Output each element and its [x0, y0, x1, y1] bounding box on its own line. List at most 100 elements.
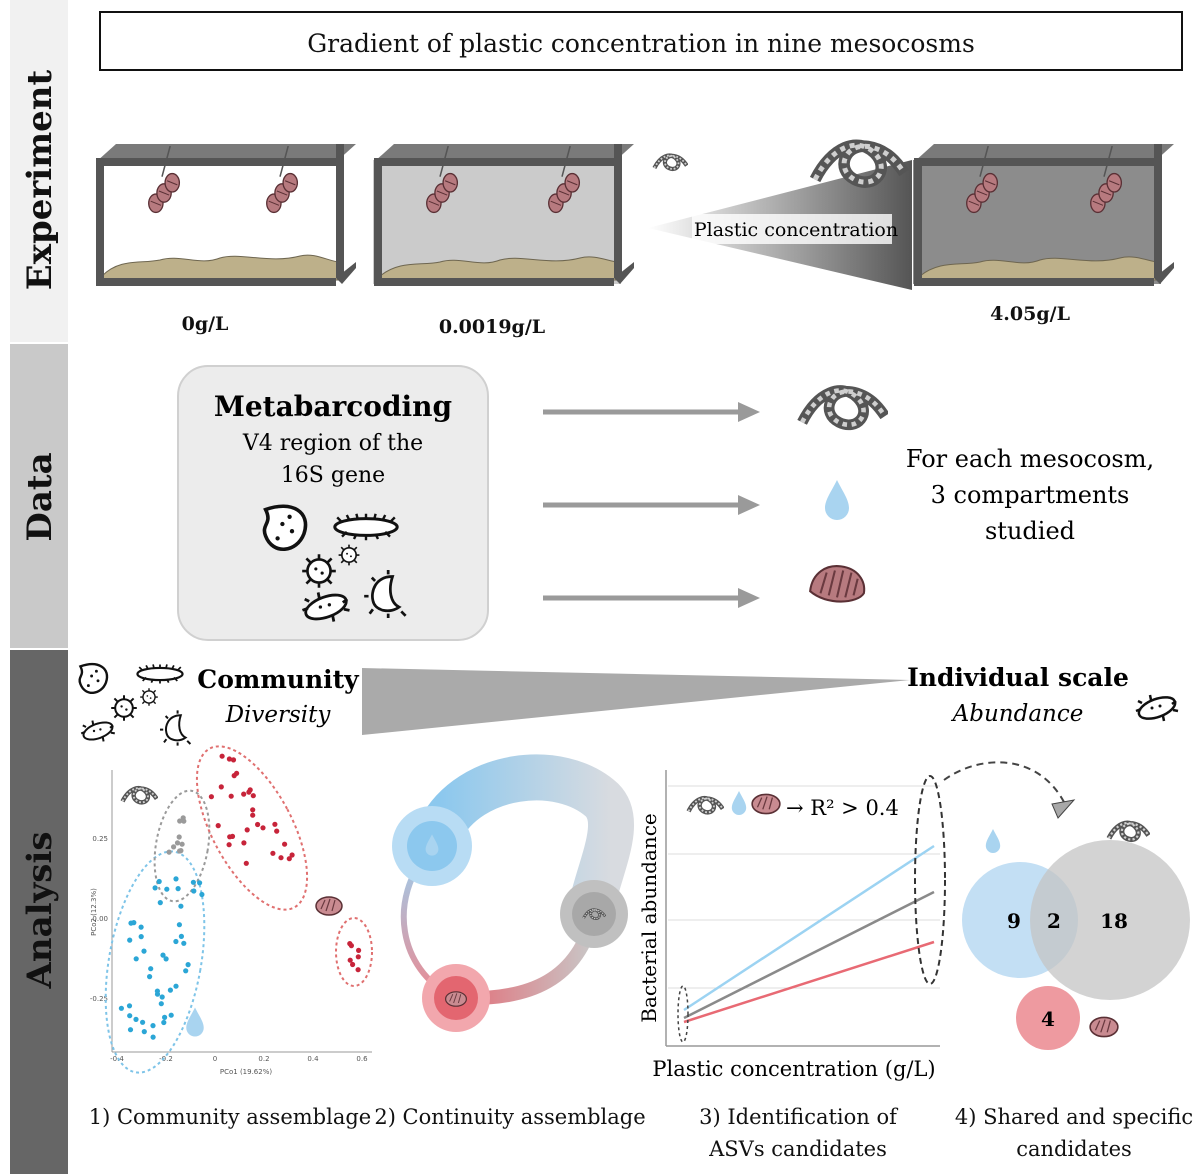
- pcoa-xtick-1: -0.2: [159, 1055, 173, 1063]
- page-title: Gradient of plastic concentration in nin…: [307, 29, 975, 58]
- pcoa-ylabel: PCo2 (12.3%): [90, 888, 98, 936]
- gradient-label-bg: [692, 214, 892, 244]
- individual-scale-subtitle: Abundance: [951, 701, 1084, 727]
- pcoa-point-water: [160, 952, 166, 958]
- pcoa-xtick-2: 0: [213, 1055, 217, 1063]
- venn-oyster-icon: [1089, 1016, 1119, 1038]
- sidebar-data-label: Data: [20, 452, 60, 541]
- low-concentration-ellipse: [677, 985, 689, 1043]
- pcoa-plastic-icon: [123, 788, 157, 802]
- pcoa-xlabel: PCo1 (19.62%): [220, 1068, 272, 1076]
- tank-1-sediment: [379, 256, 619, 281]
- compartments-line1: For each mesocosm,: [906, 445, 1154, 473]
- continuity-ring: [392, 754, 634, 1032]
- venn-diagram: 9 2 18 4: [962, 823, 1190, 1050]
- tank-0-sediment: [101, 254, 341, 281]
- analysis-microbe-rod-icon: [80, 718, 116, 744]
- arrow-plastic-head: [738, 402, 760, 422]
- microbe-kidney-icon: [262, 504, 308, 552]
- pcoa-point-oyster: [241, 791, 247, 797]
- pcoa-point-plastic: [166, 849, 172, 855]
- caption-4-line2: candidates: [1016, 1137, 1132, 1161]
- tank-2-label: 4.05g/L: [990, 303, 1070, 325]
- pcoa-xtick-5: 0.6: [356, 1055, 368, 1063]
- community-title: Community: [197, 665, 360, 694]
- venn-oyster-circle: [1016, 986, 1080, 1050]
- pcoa-point-water: [138, 934, 144, 940]
- small-rope-icon: [654, 156, 686, 169]
- pcoa-point-oyster: [243, 860, 249, 866]
- metabarcoding-box: [177, 365, 489, 641]
- pcoa-point-plastic: [179, 841, 185, 847]
- pcoa-xtick-0: -0.4: [110, 1055, 124, 1063]
- venn-plastic-icon: [1109, 823, 1149, 839]
- pcoa-point-water: [191, 888, 197, 894]
- sidebar-experiment-band: [10, 0, 68, 342]
- venn-water-only-count: 9: [1007, 909, 1021, 933]
- venn-plastic-circle: [1030, 840, 1190, 1000]
- pcoa-point-water: [157, 900, 163, 906]
- pcoa-point-oyster: [229, 833, 236, 840]
- caption-4-line1: 4) Shared and specific: [955, 1105, 1193, 1129]
- sidebar-data-band: [10, 344, 68, 648]
- pcoa-point-water: [175, 886, 181, 892]
- pcoa-point-oyster: [286, 856, 292, 862]
- pcoa-point-water: [197, 880, 203, 886]
- ring-top-arc: [419, 754, 634, 903]
- pcoa-point-oyster-outlier: [356, 947, 362, 954]
- regression-xlabel: Plastic concentration (g/L): [652, 1057, 935, 1081]
- venn-shared-count: 2: [1047, 909, 1061, 933]
- pcoa-point-water: [181, 940, 187, 946]
- pcoa-point-oyster: [218, 784, 224, 790]
- pcoa-point-water: [156, 878, 162, 885]
- tank-0: [95, 144, 356, 286]
- pcoa-point-oyster: [228, 793, 234, 799]
- pcoa-point-oyster-outlier: [347, 957, 353, 963]
- pcoa-point-oyster: [274, 828, 280, 834]
- microbe-cocci-icon: [300, 552, 338, 590]
- pcoa-point-oyster: [282, 841, 288, 847]
- pcoa-point-plastic: [176, 834, 182, 840]
- pcoa-point-plastic: [177, 818, 183, 824]
- pcoa-point-water: [127, 1027, 134, 1033]
- experiment-section: 0g/L 0.0019g/L Plastic concentration 4.0…: [95, 144, 1174, 338]
- tank-1: [373, 144, 634, 286]
- pcoa-xtick-4: 0.4: [307, 1055, 319, 1063]
- pcoa-point-oyster: [219, 753, 225, 759]
- water-cluster-ellipse: [104, 850, 206, 1074]
- pcoa-point-water: [178, 933, 184, 940]
- regression-line-oyster: [683, 940, 935, 1024]
- caption-3-line1: 3) Identification of: [699, 1105, 899, 1129]
- pcoa-ytick-1: 0.00: [92, 915, 108, 923]
- pcoa-point-oyster: [260, 825, 266, 831]
- pcoa-point-plastic: [174, 840, 181, 846]
- ring-oyster-icon: [444, 991, 468, 1007]
- pcoa-points: [118, 753, 362, 1040]
- analysis-microbe-cocci-icon: [110, 694, 138, 722]
- caption-3-line2: ASVs candidates: [708, 1137, 887, 1161]
- pcoa-point-oyster: [250, 793, 256, 799]
- pcoa-point-water: [141, 948, 147, 954]
- metabarcoding-line2: 16S gene: [281, 463, 385, 488]
- pcoa-ytick-0: 0.25: [92, 835, 108, 843]
- regression-oyster-icon: [751, 793, 781, 815]
- regression-plastic-icon: [689, 798, 723, 812]
- pcoa-point-oyster: [215, 823, 221, 829]
- pcoa-point-water: [173, 983, 179, 989]
- tank-2: [913, 144, 1174, 286]
- pcoa-point-water: [131, 920, 137, 926]
- pcoa-point-oyster: [244, 827, 250, 833]
- pcoa-xtick-3: 0.2: [258, 1055, 269, 1063]
- pcoa-point-water: [138, 924, 144, 930]
- pcoa-point-water: [185, 962, 191, 968]
- regression-line-plastic: [683, 890, 935, 1020]
- pcoa-point-water: [178, 903, 184, 909]
- high-concentration-ellipse: [914, 775, 946, 985]
- pcoa-point-water: [199, 891, 205, 898]
- scale-wedge: [362, 668, 910, 735]
- pcoa-point-oyster: [226, 756, 232, 762]
- tank-2-sediment: [919, 256, 1159, 281]
- pcoa-point-water: [154, 991, 161, 997]
- sidebar-analysis-label: Analysis: [20, 831, 60, 989]
- pcoa-point-oyster: [208, 794, 214, 800]
